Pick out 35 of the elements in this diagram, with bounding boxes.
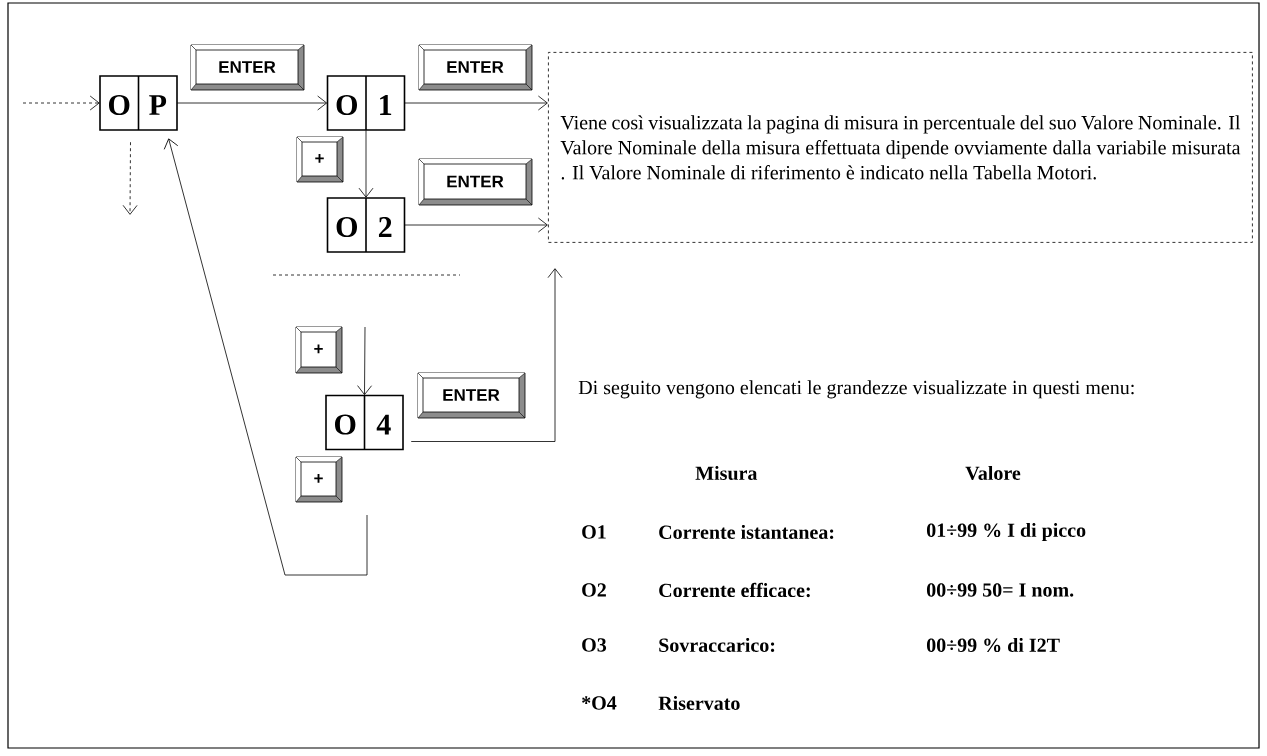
arrow [122,141,138,215]
display-box: O 2 [326,197,406,253]
key-button: ENTER [190,44,305,91]
arrow [176,95,328,111]
table-cell: Corrente efficace: [659,582,810,598]
table-cell: Sovraccarico: [659,637,775,653]
arrow [22,95,100,111]
table-cell: 01÷99 % I di picco [927,522,1086,542]
display-box: O 1 [326,75,406,131]
arrow [357,326,372,396]
arrow [404,217,548,233]
key-button: ENTER [417,372,526,419]
intro-text: Di seguito vengono elencati le grandezze visualizzate in questi menu: [578,380,1134,399]
arrow [404,95,548,111]
key-button: + [295,326,343,374]
key-button: ENTER [418,44,533,91]
display-box: O 4 [325,394,404,451]
table-cell: O3 [582,638,607,652]
table-header: Misura [695,465,758,481]
key-button: ENTER [418,158,533,206]
arrow [358,129,374,198]
note-box: Viene così visualizzata la pagina di misura in percentuale del suo Valore Nominale. Il Valore Nominale della misura effettuata dipende ovviamente dalla variabile misurata . Il Valore Nominale di riferimento è indicato nella Tabella Motori. [548,52,1253,243]
table-cell: *O4 [582,696,617,710]
table-cell: Riservato [658,695,740,711]
table-cell: Corrente istantanea: [659,524,834,540]
table-cell: O1 [582,525,606,539]
display-box: O P [99,75,178,131]
table-cell: 00÷99 % di I2T [927,637,1060,653]
table-cell: O2 [582,583,606,597]
key-button: + [296,136,344,183]
key-button: + [295,456,343,503]
arrow [410,268,563,442]
arrow [163,138,368,576]
table-header: Valore [965,465,1021,481]
table-cell: 00÷99 50= I nom. [927,583,1074,597]
